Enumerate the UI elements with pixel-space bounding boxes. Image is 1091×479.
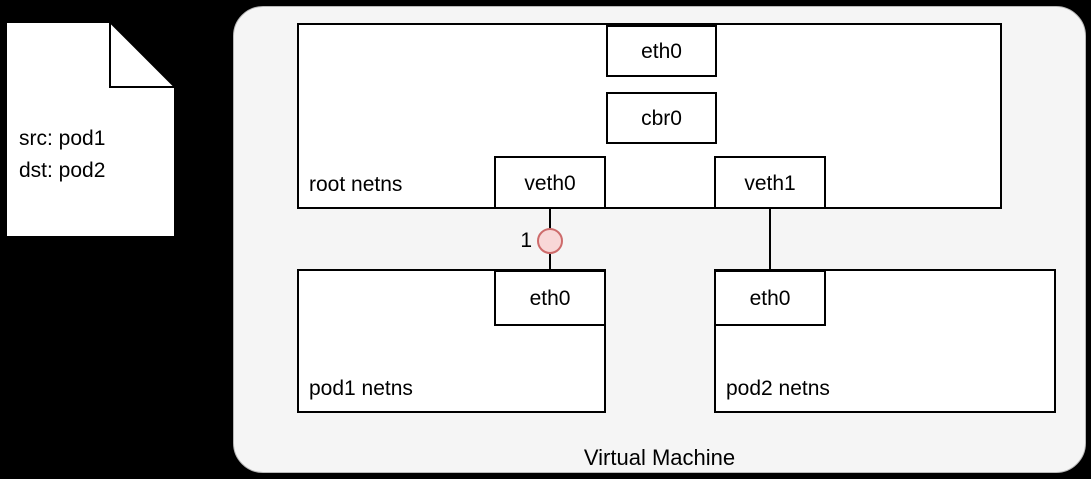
interface-label-cbr0: cbr0: [641, 107, 682, 130]
packet-marker-1-label: 1: [520, 229, 532, 252]
interface-box-cbr0: cbr0: [606, 92, 717, 144]
packet-note-shape: [5, 21, 176, 238]
packet-marker-1-icon: [537, 228, 563, 254]
interface-box-eth0-root: eth0: [606, 25, 717, 77]
connector-veth1-to-pod2-eth0: [769, 207, 771, 272]
pod1-netns-label: pod1 netns: [309, 377, 413, 400]
interface-label-eth0-pod1: eth0: [529, 287, 571, 310]
packet-note-src-label: src: pod1: [19, 127, 106, 150]
root-netns-label: root netns: [309, 173, 403, 196]
interface-label-veth1: veth1: [744, 172, 796, 195]
virtual-machine-label: Virtual Machine: [583, 445, 736, 470]
interface-box-veth0: veth0: [494, 156, 606, 209]
interface-box-veth1: veth1: [714, 156, 826, 209]
packet-note: src: pod1 dst: pod2: [5, 21, 176, 238]
interface-label-eth0-root: eth0: [641, 40, 682, 63]
pod2-netns-label: pod2 netns: [726, 377, 830, 400]
pod1-netns-box: pod1 netns: [297, 269, 606, 413]
interface-box-eth0-pod2: eth0: [714, 270, 826, 326]
note-fold-icon: [109, 21, 176, 88]
interface-box-eth0-pod1: eth0: [494, 270, 606, 326]
packet-note-dst-label: dst: pod2: [19, 159, 106, 182]
interface-label-veth0: veth0: [524, 172, 576, 195]
interface-label-eth0-pod2: eth0: [749, 287, 791, 310]
